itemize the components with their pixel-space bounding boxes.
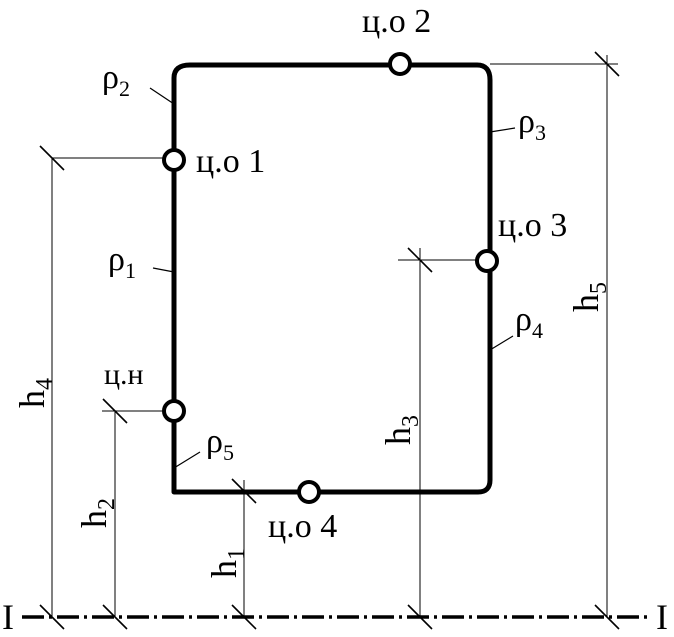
height-label-h3: h3 <box>378 415 424 445</box>
point-co3 <box>475 249 499 273</box>
dimension-lines <box>39 51 620 630</box>
label-co4: ц.о 4 <box>268 508 337 545</box>
radius-label-p4: ρ4 <box>515 301 543 343</box>
radius-label-p2: ρ2 <box>102 59 130 101</box>
label-cn: ц.н <box>104 358 144 391</box>
point-co2 <box>388 52 412 76</box>
label-co1: ц.о 1 <box>196 143 265 180</box>
radius-leaders <box>149 87 516 469</box>
label-co3: ц.о 3 <box>498 207 567 244</box>
height-label-h5: h5 <box>566 282 612 312</box>
label-co2: ц.о 2 <box>362 3 431 40</box>
height-label-h4: h4 <box>12 378 58 408</box>
height-label-h1: h1 <box>204 548 250 578</box>
axis-label-right: I <box>656 597 668 637</box>
radius-label-p3: ρ3 <box>518 103 546 145</box>
radius-label-p5: ρ5 <box>206 423 234 465</box>
point-co4 <box>297 480 321 504</box>
axis-label-left: I <box>2 597 14 637</box>
section-outline <box>171 62 493 495</box>
point-co1 <box>162 148 186 172</box>
height-label-h2: h2 <box>74 498 120 528</box>
point-cn <box>162 399 186 423</box>
radius-label-p1: ρ1 <box>108 241 136 283</box>
